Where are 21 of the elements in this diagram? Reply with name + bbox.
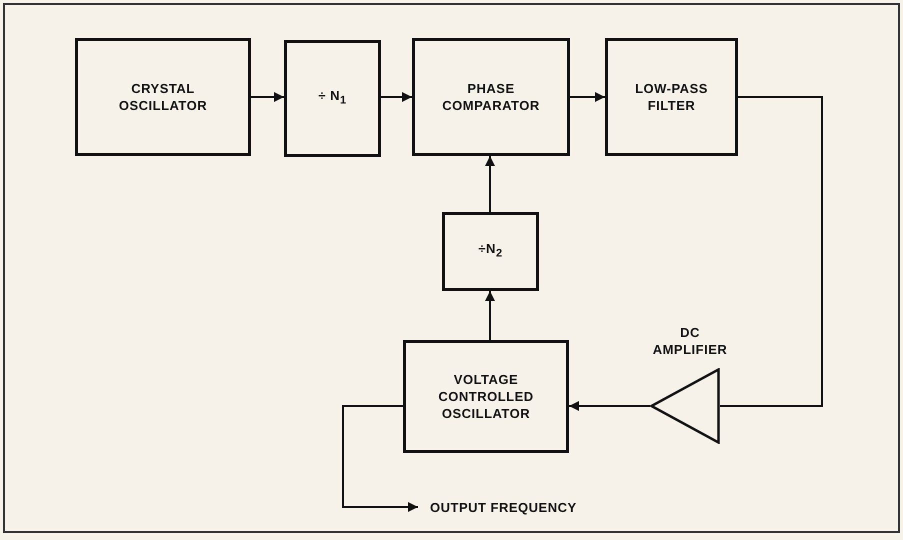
box-label: LOW-PASS FILTER <box>634 80 709 114</box>
arrow <box>342 405 418 512</box>
box-label: VOLTAGE CONTROLLED OSCILLATOR <box>437 371 535 422</box>
box-label: CRYSTAL OSCILLATOR <box>118 80 208 114</box>
arrow <box>251 92 284 102</box>
arrow <box>485 156 495 212</box>
amplifier-label: DC AMPLIFIER <box>652 324 728 358</box>
process-box <box>605 38 738 156</box>
process-box <box>403 340 569 453</box>
box-label: ÷N$_{2}$ <box>477 240 504 262</box>
box-label: ÷ N$_{1}$ <box>317 87 348 109</box>
box-label: PHASE COMPARATOR <box>441 80 541 114</box>
arrow <box>485 291 495 340</box>
arrow <box>381 92 412 102</box>
output-label: OUTPUT FREQUENCY <box>430 498 577 516</box>
process-box <box>75 38 251 156</box>
arrow <box>570 92 605 102</box>
process-box <box>412 38 570 156</box>
amplifier-triangle <box>650 368 720 444</box>
connector-line <box>720 96 823 407</box>
arrow <box>569 401 650 411</box>
